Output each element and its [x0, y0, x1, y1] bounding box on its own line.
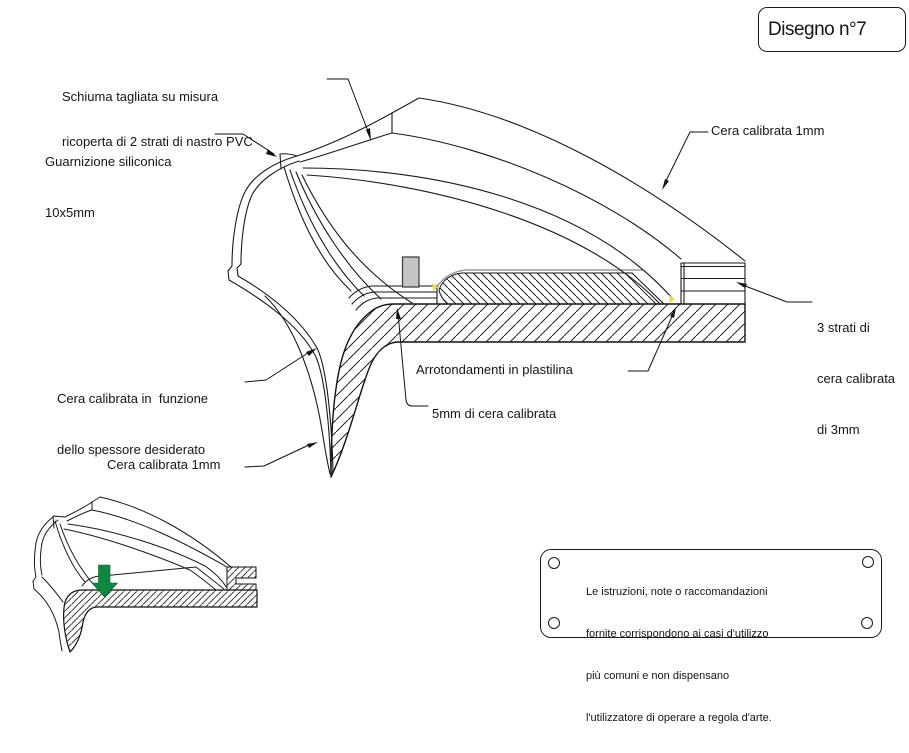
- shell-curves: [283, 112, 674, 304]
- note-line1: Le istruzioni, note o raccomandazioni: [586, 586, 768, 598]
- note-line2: fornite corrispondono ai casi d'utilizzo: [586, 628, 769, 640]
- yellow-marks: [432, 283, 675, 303]
- detail-shell-curves: [54, 501, 228, 591]
- label-guarnizione-line2: 10x5mm: [45, 205, 95, 220]
- drawing-canvas: [32, 78, 813, 653]
- leader-cera-bottom: [244, 442, 318, 468]
- detail-left-profile: [32, 515, 66, 652]
- leader-cinque-mm: [396, 308, 429, 407]
- label-tre-strati: 3 strati di cera calibrata di 3mm: [817, 285, 895, 455]
- detail-drawing: [32, 496, 258, 653]
- leader-arrotondamenti: [627, 307, 676, 372]
- detail-mold-body-hatch: [63, 589, 258, 653]
- gray-block: [401, 256, 420, 288]
- technical-drawing-page: { "title_box": { "label": "Disegno n°7" …: [32, 7, 906, 724]
- note-plate: Le istruzioni, note o raccomandazioni fo…: [540, 549, 882, 724]
- green-arrow-marker: [91, 564, 118, 598]
- note-plate-text: Le istruzioni, note o raccomandazioni fo…: [586, 557, 772, 753]
- detail-foam-plank: [91, 496, 232, 568]
- label-cera-bottom: Cera calibrata 1mm: [107, 457, 221, 472]
- drawing-title-box: Disegno n°7: [758, 7, 906, 52]
- foam-plank: [391, 97, 746, 262]
- label-schiuma-line2: ricoperta di 2 strati di nastro PVC: [62, 134, 253, 149]
- screw-hole-icon: [862, 556, 874, 568]
- drawing-title: Disegno n°7: [768, 18, 867, 40]
- leader-cera-top: [662, 131, 709, 190]
- label-cinque-mm: 5mm di cera calibrata: [432, 406, 557, 421]
- outer-left-profile: [227, 155, 334, 476]
- label-guarnizione-line1: Guarnizione siliconica: [45, 154, 172, 169]
- screw-hole-icon: [861, 617, 873, 629]
- label-tre-strati-line1: 3 strati di: [817, 320, 870, 335]
- label-cera-top: Cera calibrata 1mm: [711, 123, 825, 138]
- plastiline-wedge: [438, 272, 665, 305]
- label-cera-funzione: Cera calibrata in funzione dello spessor…: [57, 356, 208, 475]
- screw-hole-icon: [548, 617, 560, 629]
- leader-tre-strati: [736, 282, 813, 303]
- screw-hole-icon: [548, 557, 560, 569]
- leader-guarnizione: [214, 133, 277, 157]
- label-cera-funzione-line1: Cera calibrata in funzione: [57, 391, 209, 406]
- leader-schiuma: [326, 78, 371, 141]
- main-section-drawing: [214, 78, 813, 478]
- label-tre-strati-line3: di 3mm: [817, 422, 860, 437]
- label-tre-strati-line2: cera calibrata: [817, 371, 896, 386]
- detail-channel-hatch: [226, 566, 257, 591]
- label-guarnizione: Guarnizione siliconica 10x5mm: [45, 119, 171, 238]
- label-schiuma: Schiuma tagliata su misura ricoperta di …: [62, 59, 253, 164]
- label-cera-funzione-line2: dello spessore desiderato: [57, 442, 206, 457]
- mold-body-hatch: [330, 303, 746, 478]
- leader-cera-funzione: [244, 348, 317, 383]
- wax-stack: [680, 262, 746, 305]
- note-line4: l'utilizzatore di operare a regola d'art…: [586, 712, 772, 724]
- leader-lines: [214, 78, 813, 468]
- gray-guide-line: [435, 269, 643, 289]
- label-schiuma-line1: Schiuma tagliata su misura: [62, 89, 219, 104]
- label-arrotondamenti: Arrotondamenti in plastilina: [416, 362, 573, 377]
- note-line3: più comuni e non dispensano: [586, 670, 730, 682]
